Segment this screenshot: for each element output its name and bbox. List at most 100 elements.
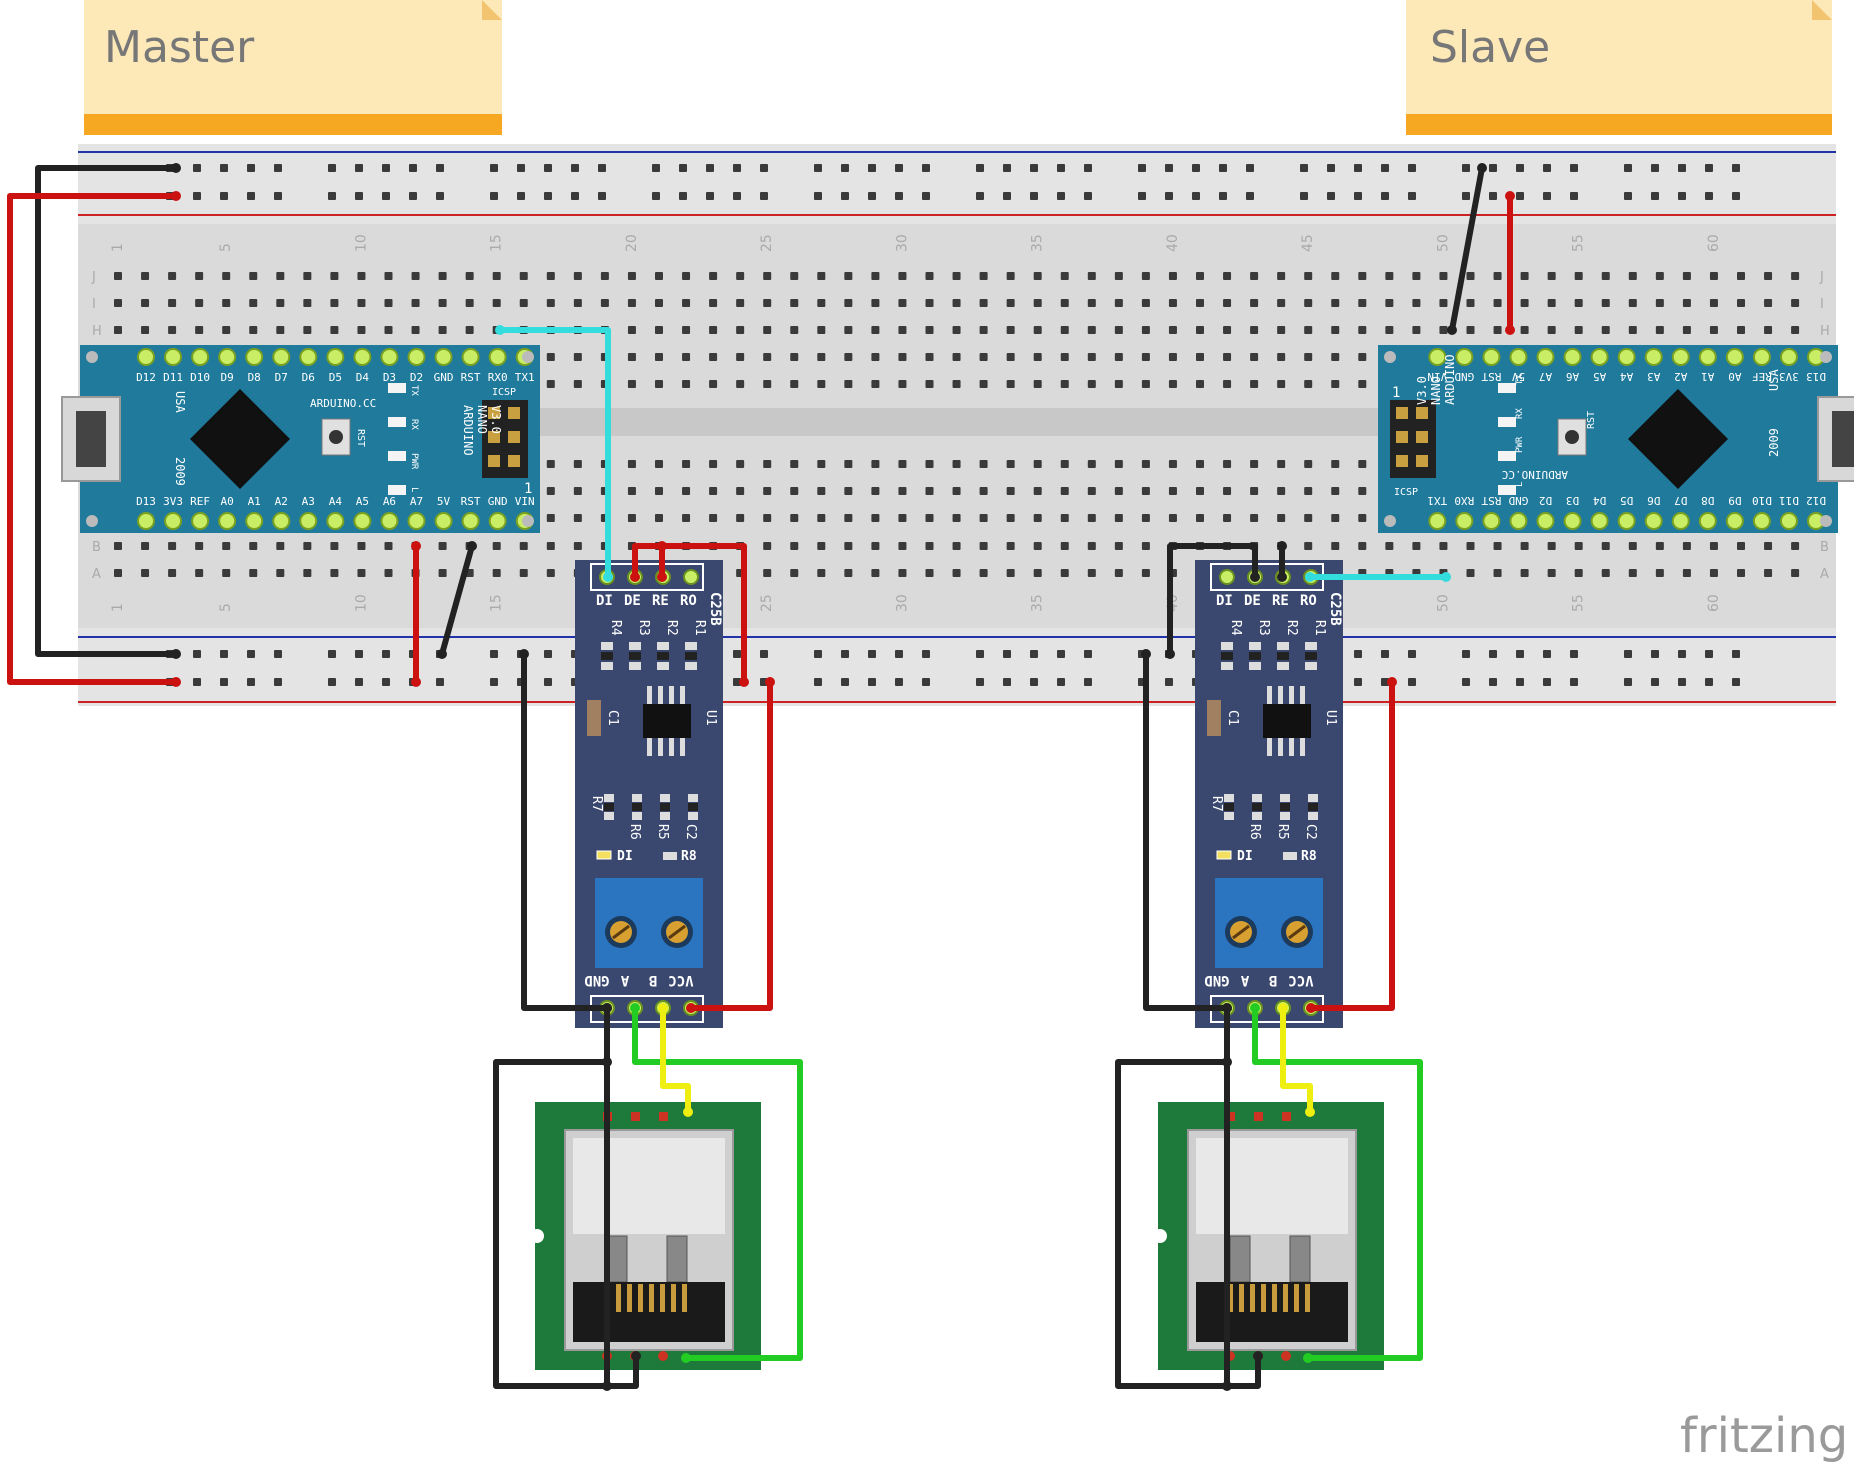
top-header-outline (590, 563, 704, 591)
hole (1277, 326, 1286, 334)
rail-hole (1030, 192, 1038, 200)
module-pin-label: VCC (668, 972, 693, 988)
rail-hole (976, 650, 984, 658)
hole (1385, 326, 1394, 334)
rail-hole (193, 650, 201, 658)
rail-hole (1678, 192, 1686, 200)
hole (1033, 460, 1042, 468)
hole (1006, 460, 1015, 468)
screw-slot (668, 924, 686, 940)
resistor (1305, 662, 1317, 670)
pin-label: A5 (356, 495, 369, 508)
rail-hole (1489, 650, 1497, 658)
hole (1547, 569, 1556, 577)
rail-hole (814, 192, 822, 200)
hole (898, 460, 907, 468)
rail-hole (247, 678, 255, 686)
wire-slave-a (1252, 1005, 1423, 1361)
led-label: RX (1515, 408, 1525, 419)
hole (1304, 514, 1313, 522)
hole (1574, 299, 1583, 307)
resistor-body (1280, 803, 1290, 811)
resistor-body (632, 803, 642, 811)
hole (492, 299, 501, 307)
hole (627, 487, 636, 495)
hole (1737, 299, 1745, 307)
rail-hole (1381, 650, 1389, 658)
pin-label: A6 (1566, 370, 1579, 383)
model-label: NANO (1429, 376, 1443, 405)
hole (330, 542, 339, 550)
rail-hole (1219, 192, 1227, 200)
module-pin (1219, 569, 1235, 585)
chip-leg (1267, 686, 1272, 704)
rail-hole (1732, 164, 1740, 172)
rail-hole (868, 164, 876, 172)
hole (790, 487, 799, 495)
hole (1791, 569, 1800, 577)
pin-label: 3V3 (163, 495, 183, 508)
rj45-latch (1289, 1235, 1311, 1283)
module-pin-label: A (620, 972, 629, 988)
hole (1223, 380, 1232, 388)
pin (1455, 348, 1474, 366)
pin (1752, 348, 1771, 366)
rail-hole (1192, 192, 1200, 200)
rail-hole (1381, 164, 1389, 172)
hole (655, 514, 663, 522)
resistor (688, 794, 698, 802)
rail-hole (1651, 192, 1659, 200)
hole (1439, 542, 1448, 550)
rail-hole (1246, 164, 1254, 172)
hole (1331, 542, 1340, 550)
resistor-body (657, 652, 669, 660)
rail-hole (382, 678, 390, 686)
hole (141, 299, 150, 307)
hole (303, 299, 312, 307)
rail-hole (814, 678, 822, 686)
hole (1574, 326, 1583, 334)
wire-slave-5v-end (1505, 325, 1515, 335)
rail-hole (679, 192, 687, 200)
hole (1168, 487, 1177, 495)
pin-label: A0 (1728, 370, 1741, 383)
pin-label: D7 (1674, 494, 1687, 507)
hole (709, 272, 718, 280)
pin-label: D10 (1752, 494, 1772, 507)
resistor (1249, 662, 1261, 670)
hole (1520, 272, 1529, 280)
brand-label: ARDUINO.CC (1502, 468, 1568, 481)
rail-hole (1624, 650, 1632, 658)
wire-master-5v-end (411, 541, 421, 551)
resistor (604, 794, 614, 802)
hole (276, 326, 285, 334)
hole (763, 487, 772, 495)
rail-hole (706, 192, 714, 200)
hole (438, 272, 447, 280)
pin (1428, 512, 1447, 530)
rail-hole (1408, 164, 1416, 172)
pin-label: RX0 (1454, 494, 1474, 507)
pin-label: D3 (383, 371, 396, 384)
rj45-contact (1305, 1284, 1310, 1312)
hole (736, 272, 745, 280)
mount-hole (1820, 351, 1832, 363)
rail-hole (355, 678, 363, 686)
rail-hole (220, 678, 228, 686)
col-number-top: 1 (110, 243, 126, 252)
resistor (1224, 812, 1234, 820)
note-master: Master (84, 0, 502, 135)
wire-master-module-gnd-end (519, 649, 529, 659)
screw-slot (1232, 924, 1250, 940)
hole (222, 542, 231, 550)
module-pin-label: RO (1300, 593, 1317, 609)
hole (709, 487, 718, 495)
col-number-bottom: 55 (1571, 594, 1587, 612)
pin-label: A7 (410, 495, 423, 508)
hole (1033, 514, 1042, 522)
pin (434, 512, 453, 530)
pin (407, 348, 426, 366)
hole (898, 272, 907, 280)
hole (1358, 299, 1367, 307)
